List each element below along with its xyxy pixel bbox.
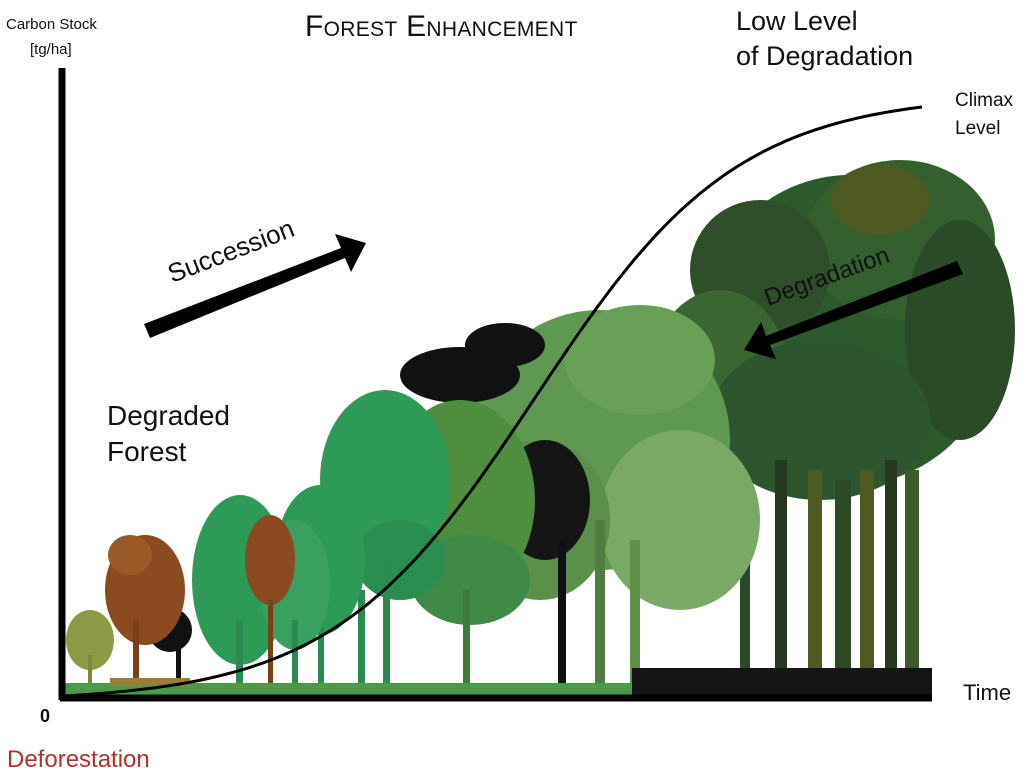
degraded-forest-label: Degraded — [107, 400, 230, 431]
diagram-title: Forest Enhancement — [305, 10, 578, 43]
origin-label: 0 — [40, 706, 51, 726]
succession-arrow — [144, 234, 366, 338]
degradation-arrow — [744, 261, 963, 359]
brown-trees — [105, 515, 295, 690]
olive-sapling — [66, 610, 114, 690]
deforestation-label: Deforestation — [7, 746, 150, 773]
ground-vegetation — [62, 668, 932, 698]
climax-level-label-line2: Level — [955, 118, 1001, 139]
y-axis-label: Carbon Stock — [6, 16, 97, 33]
carbon-stock-curve — [61, 105, 923, 698]
low-degradation-label: Low Level — [736, 6, 858, 36]
x-axis-label: Time — [963, 680, 1012, 705]
low-degradation-label-line2: of Degradation — [736, 41, 914, 71]
climax-level-label: Climax — [955, 90, 1014, 111]
degraded-forest-label-line2: Forest — [107, 436, 187, 467]
y-axis-unit: [tg/ha] — [30, 41, 72, 58]
bright-green-trees — [192, 390, 450, 690]
